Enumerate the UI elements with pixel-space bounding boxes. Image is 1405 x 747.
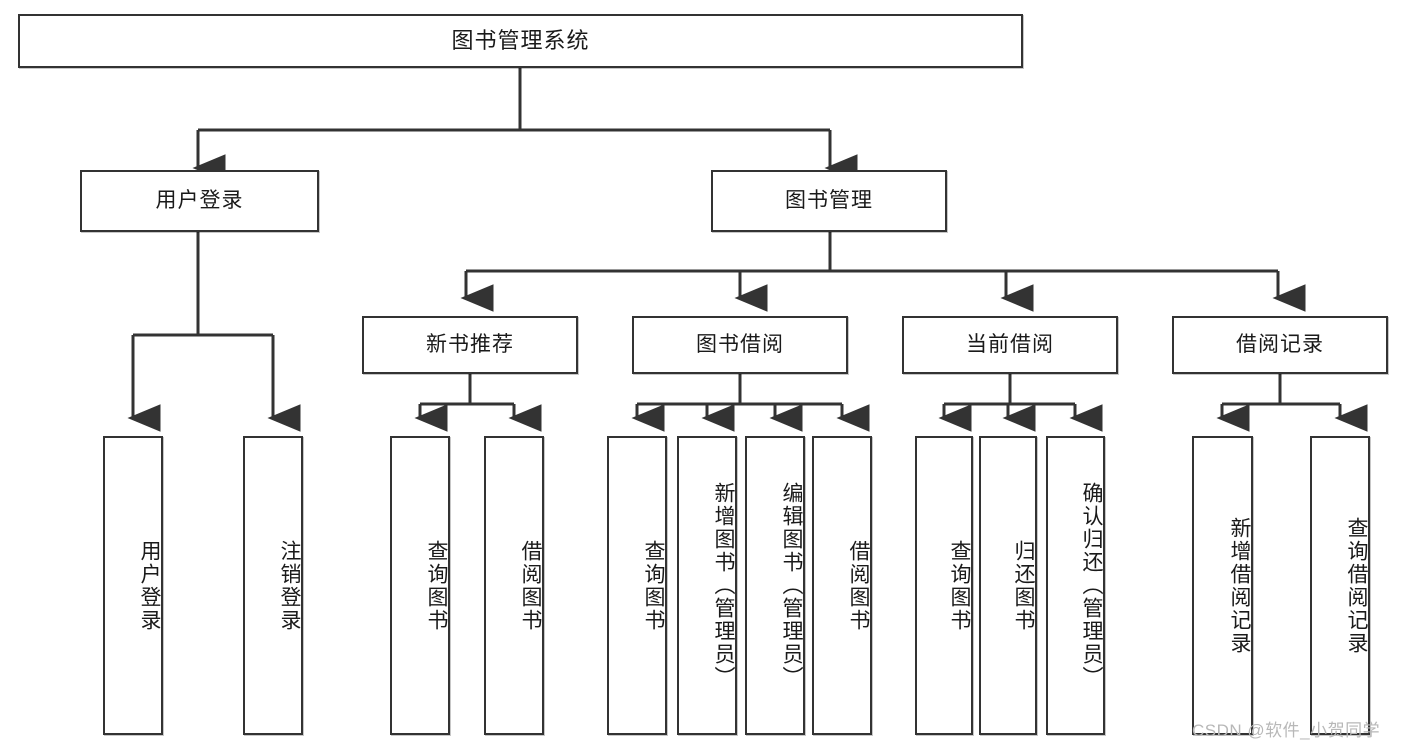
node-leaf-edit-book-admin[interactable]: 编辑图书（管理员） [745, 436, 805, 735]
node-leaf-return-books[interactable]: 归还图书 [979, 436, 1037, 735]
node-level2-new-book-recommendation[interactable]: 新书推荐 [362, 316, 578, 374]
node-leaf-label: 查询图书 [948, 539, 971, 632]
node-leaf-label: 查询借阅记录 [1345, 516, 1368, 655]
node-leaf-user-login[interactable]: 用户登录 [103, 436, 163, 735]
node-leaf-label: 编辑图书（管理员） [780, 482, 803, 689]
node-leaf-label: 注销登录 [278, 539, 301, 632]
node-level1-book-management[interactable]: 图书管理 [711, 170, 947, 232]
node-leaf-label: 归还图书 [1012, 539, 1035, 632]
node-leaf-label: 新增图书（管理员） [712, 482, 735, 689]
node-leaf-label: 确认归还（管理员） [1080, 482, 1103, 689]
node-leaf-label: 新增借阅记录 [1228, 516, 1251, 655]
node-leaf-confirm-return-admin[interactable]: 确认归还（管理员） [1046, 436, 1105, 735]
node-level1-user-login[interactable]: 用户登录 [80, 170, 319, 232]
node-root-library-management-system[interactable]: 图书管理系统 [18, 14, 1023, 68]
node-leaf-label: 查询图书 [642, 539, 665, 632]
node-level2-book-borrowing[interactable]: 图书借阅 [632, 316, 848, 374]
node-leaf-borrow-books-rec[interactable]: 借阅图书 [484, 436, 544, 735]
node-leaf-query-borrow-record[interactable]: 查询借阅记录 [1310, 436, 1370, 735]
node-leaf-label: 用户登录 [138, 539, 161, 632]
node-leaf-label: 借阅图书 [519, 539, 542, 632]
node-leaf-label: 查询图书 [425, 539, 448, 632]
node-leaf-query-books-borrow[interactable]: 查询图书 [607, 436, 667, 735]
csdn-watermark: CSDN @软件_小贺同学 [1192, 721, 1381, 740]
node-level2-current-borrowing[interactable]: 当前借阅 [902, 316, 1118, 374]
node-leaf-logout[interactable]: 注销登录 [243, 436, 303, 735]
node-leaf-add-borrow-record[interactable]: 新增借阅记录 [1192, 436, 1253, 735]
node-leaf-label: 借阅图书 [847, 539, 870, 632]
node-leaf-query-books-current[interactable]: 查询图书 [915, 436, 973, 735]
node-level2-borrowing-records[interactable]: 借阅记录 [1172, 316, 1388, 374]
node-leaf-borrow-books[interactable]: 借阅图书 [812, 436, 872, 735]
node-leaf-query-books-rec[interactable]: 查询图书 [390, 436, 450, 735]
node-leaf-add-book-admin[interactable]: 新增图书（管理员） [677, 436, 737, 735]
